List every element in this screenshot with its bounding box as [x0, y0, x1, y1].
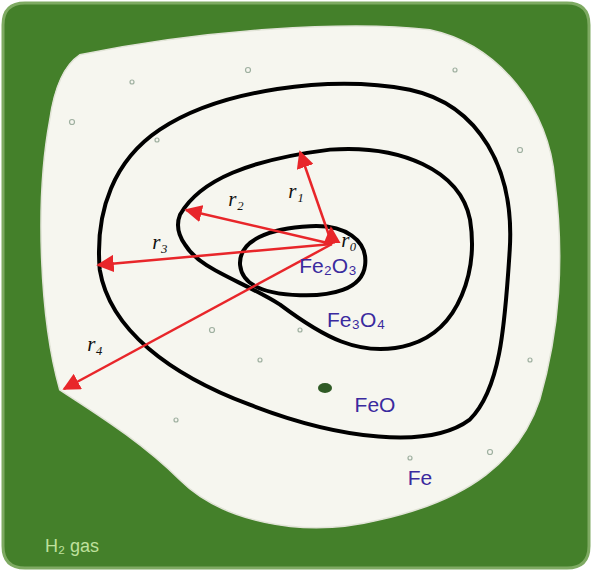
- hematite-core-border: [240, 226, 365, 295]
- radius-arrow: [98, 244, 332, 265]
- radius-label: r₂: [228, 188, 243, 211]
- radius-arrow-set: [64, 152, 332, 389]
- radius-arrow: [331, 228, 332, 244]
- radius-label: r₄: [87, 333, 102, 356]
- radius-label: r₃: [152, 231, 167, 254]
- wustite-layer: FeO Fe₃O₄ Fe₂O₃: [94, 79, 515, 442]
- iron-particle-border: [41, 26, 560, 528]
- phase-label: H₂ gas: [45, 536, 99, 557]
- wustite-layer-border: [99, 84, 510, 437]
- particle-pores: [70, 68, 533, 461]
- radius-arrow: [186, 210, 332, 244]
- phase-label: FeO: [355, 393, 396, 417]
- magnetite-layer: Fe₃O₄ Fe₂O₃: [173, 144, 477, 354]
- radius-label: r₀: [341, 229, 356, 252]
- phase-label: Fe₂O₃: [299, 254, 357, 278]
- radius-label: r₁: [288, 180, 303, 203]
- gas-atmosphere-border: [3, 3, 589, 568]
- radius-arrow: [300, 152, 332, 244]
- magnetite-layer-outline: [173, 144, 477, 354]
- radius-arrow: [64, 244, 332, 389]
- phase-label: Fe: [408, 466, 433, 490]
- iron-particle: Fe FeO Fe₃O₄ Fe₂O₃: [38, 23, 563, 531]
- iron-particle-outline: [38, 23, 563, 531]
- phase-label: Fe₃O₄: [327, 308, 385, 332]
- inclusion-spot: [318, 383, 332, 393]
- magnetite-layer-border: [178, 149, 472, 349]
